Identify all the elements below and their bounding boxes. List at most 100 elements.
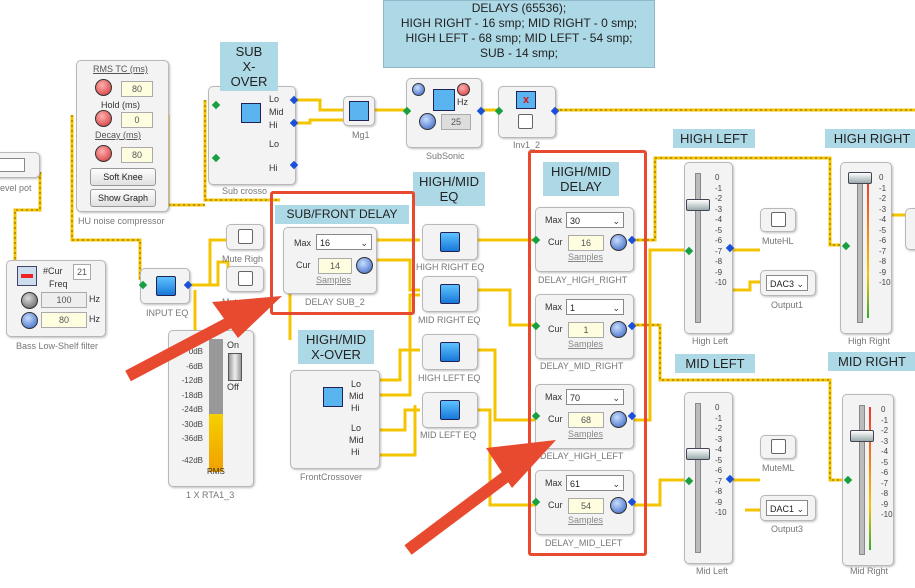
hold-knob-icon[interactable]: [95, 110, 112, 127]
delay-cur-value[interactable]: 1: [568, 322, 604, 338]
high-right-fader-block[interactable]: 0-1-2-3-4-5-6-7-8-9-10: [840, 162, 892, 334]
filter-curve-icon[interactable]: [17, 266, 37, 286]
eq-icon[interactable]: [440, 342, 460, 362]
wave-icon[interactable]: [457, 83, 470, 96]
fader-thumb[interactable]: [850, 430, 874, 442]
decay-knob-icon[interactable]: [95, 145, 112, 162]
fader-thumb[interactable]: [686, 199, 710, 211]
delay-sub-knob-icon[interactable]: [356, 257, 373, 274]
delay-knob-icon[interactable]: [610, 497, 627, 514]
mid-right-eq-block[interactable]: [422, 276, 478, 312]
delay-cur-value[interactable]: 68: [568, 412, 604, 428]
hold-value[interactable]: 0: [121, 112, 153, 128]
mid-right-caption: Mid Right: [850, 566, 889, 576]
level-pot-block[interactable]: [0, 152, 40, 178]
delay-cur-value[interactable]: 54: [568, 498, 604, 514]
invert-checkbox[interactable]: [518, 114, 533, 129]
chevron-down-icon: ⌄: [612, 303, 620, 313]
bass-filter-block[interactable]: #Cur 21 Freq 100 Hz 80 Hz: [6, 260, 106, 337]
delay-mid-right-block[interactable]: Max 1⌄ Cur 1 Samples: [535, 294, 634, 359]
decay-value[interactable]: 80: [121, 147, 153, 163]
delay-unit: Samples: [568, 429, 604, 439]
high-left-eq-block[interactable]: [422, 334, 478, 370]
delay-sub-cur-value[interactable]: 14: [318, 258, 352, 274]
delay-knob-icon[interactable]: [610, 321, 627, 338]
fader-track[interactable]: [695, 403, 701, 553]
mute-ml-checkbox[interactable]: [771, 439, 786, 454]
partial-block-right[interactable]: [905, 208, 915, 250]
cur-value[interactable]: 21: [73, 264, 91, 280]
heading-delay-line1: HIGH/MID: [551, 164, 611, 179]
dac1-select[interactable]: DAC1⌄: [766, 500, 808, 516]
delay-max-select[interactable]: 61⌄: [566, 475, 624, 491]
front-crossover-block[interactable]: Lo Mid Hi Lo Mid Hi: [290, 370, 380, 469]
delay-max-select[interactable]: 30⌄: [566, 212, 624, 228]
heading-xover-line2: X-OVER: [311, 347, 361, 362]
mid-left-fader-block[interactable]: 0-1-2-3-4-5-6-7-8-9-10: [684, 392, 733, 564]
dac3-select[interactable]: DAC3⌄: [766, 275, 808, 291]
delay-mid-left-block[interactable]: Max 61⌄ Cur 54 Samples: [535, 470, 634, 535]
freq-knob-icon[interactable]: [21, 292, 38, 309]
eq-icon[interactable]: [440, 284, 460, 304]
gain-value[interactable]: 80: [41, 312, 87, 328]
power-icon[interactable]: [412, 83, 425, 96]
output1-block[interactable]: DAC3⌄: [760, 270, 816, 296]
input-eq-block[interactable]: [140, 268, 190, 304]
output3-block[interactable]: DAC1⌄: [760, 495, 816, 521]
mute-hl-block[interactable]: [760, 208, 796, 232]
delay-sub-max-select[interactable]: 16⌄: [316, 234, 372, 250]
rta-meter: [209, 339, 223, 472]
rta-toggle-switch[interactable]: [228, 353, 242, 381]
rms-tc-value[interactable]: 80: [121, 81, 153, 97]
sub-crossover-block[interactable]: Lo Mid Hi Lo Hi: [208, 86, 296, 185]
mute-ml-block[interactable]: [760, 435, 796, 459]
fader-thumb[interactable]: [686, 448, 710, 460]
level-pot-field[interactable]: [0, 158, 25, 172]
delay-max-select[interactable]: 70⌄: [566, 389, 624, 405]
delays-note: DELAYS (65536); HIGH RIGHT - 16 smp; MID…: [383, 0, 655, 68]
mute-hl-caption: MuteHL: [762, 236, 794, 246]
subsonic-knob-icon[interactable]: [419, 113, 436, 130]
mute-right-checkbox[interactable]: [238, 229, 253, 244]
delay-cur-value[interactable]: 16: [568, 235, 604, 251]
rta-block[interactable]: 0dB -6dB -12dB -18dB -24dB -30dB -36dB -…: [168, 330, 254, 487]
delay-high-right-block[interactable]: Max 30⌄ Cur 16 Samples: [535, 207, 634, 272]
mid-left-eq-block[interactable]: [422, 392, 478, 428]
mute-left-checkbox[interactable]: [238, 271, 253, 286]
high-right-eq-caption: HIGH RIGHT EQ: [416, 262, 485, 272]
fader-level-bar: [867, 175, 869, 318]
sub-port-hi2: Hi: [269, 163, 278, 173]
fader-track[interactable]: [695, 173, 701, 323]
heading-eq-line1: HIGH/MID: [419, 174, 479, 189]
crossover-icon[interactable]: [323, 387, 343, 407]
delay-knob-icon[interactable]: [610, 411, 627, 428]
eq-icon[interactable]: [440, 400, 460, 420]
compressor-block[interactable]: RMS TC (ms) 80 Hold (ms) 0 Decay (ms) 80…: [76, 60, 169, 212]
invert-icon[interactable]: x: [516, 91, 536, 109]
delay-high-left-block[interactable]: Max 70⌄ Cur 68 Samples: [535, 384, 634, 449]
delay-knob-icon[interactable]: [610, 234, 627, 251]
fader-track[interactable]: [859, 405, 865, 555]
rta-off-label: Off: [227, 382, 239, 392]
delay-sub-block[interactable]: Max 16⌄ Cur 14 Samples: [283, 227, 377, 294]
subsonic-value[interactable]: 25: [441, 114, 471, 130]
mute-left-block[interactable]: [226, 266, 264, 292]
freq-value[interactable]: 100: [41, 292, 87, 308]
highpass-icon[interactable]: [433, 89, 455, 111]
soft-knee-button[interactable]: Soft Knee: [90, 168, 156, 186]
mute-hl-checkbox[interactable]: [771, 212, 786, 227]
mute-right-block[interactable]: [226, 224, 264, 250]
hz-label-1: Hz: [89, 294, 100, 304]
eq-icon[interactable]: [440, 232, 460, 252]
show-graph-button[interactable]: Show Graph: [90, 189, 156, 207]
delay-max-select[interactable]: 1⌄: [566, 299, 624, 315]
fader-thumb[interactable]: [848, 172, 872, 184]
high-right-eq-block[interactable]: [422, 224, 478, 260]
rms-tc-knob-icon[interactable]: [95, 79, 112, 96]
high-left-fader-block[interactable]: 0-1-2-3-4-5-6-7-8-9-10: [684, 162, 733, 334]
merge-icon[interactable]: [349, 101, 369, 121]
gain-knob-icon[interactable]: [21, 312, 38, 329]
crossover-icon[interactable]: [241, 103, 261, 123]
mg1-block[interactable]: [343, 96, 375, 126]
input-eq-icon[interactable]: [156, 276, 176, 296]
